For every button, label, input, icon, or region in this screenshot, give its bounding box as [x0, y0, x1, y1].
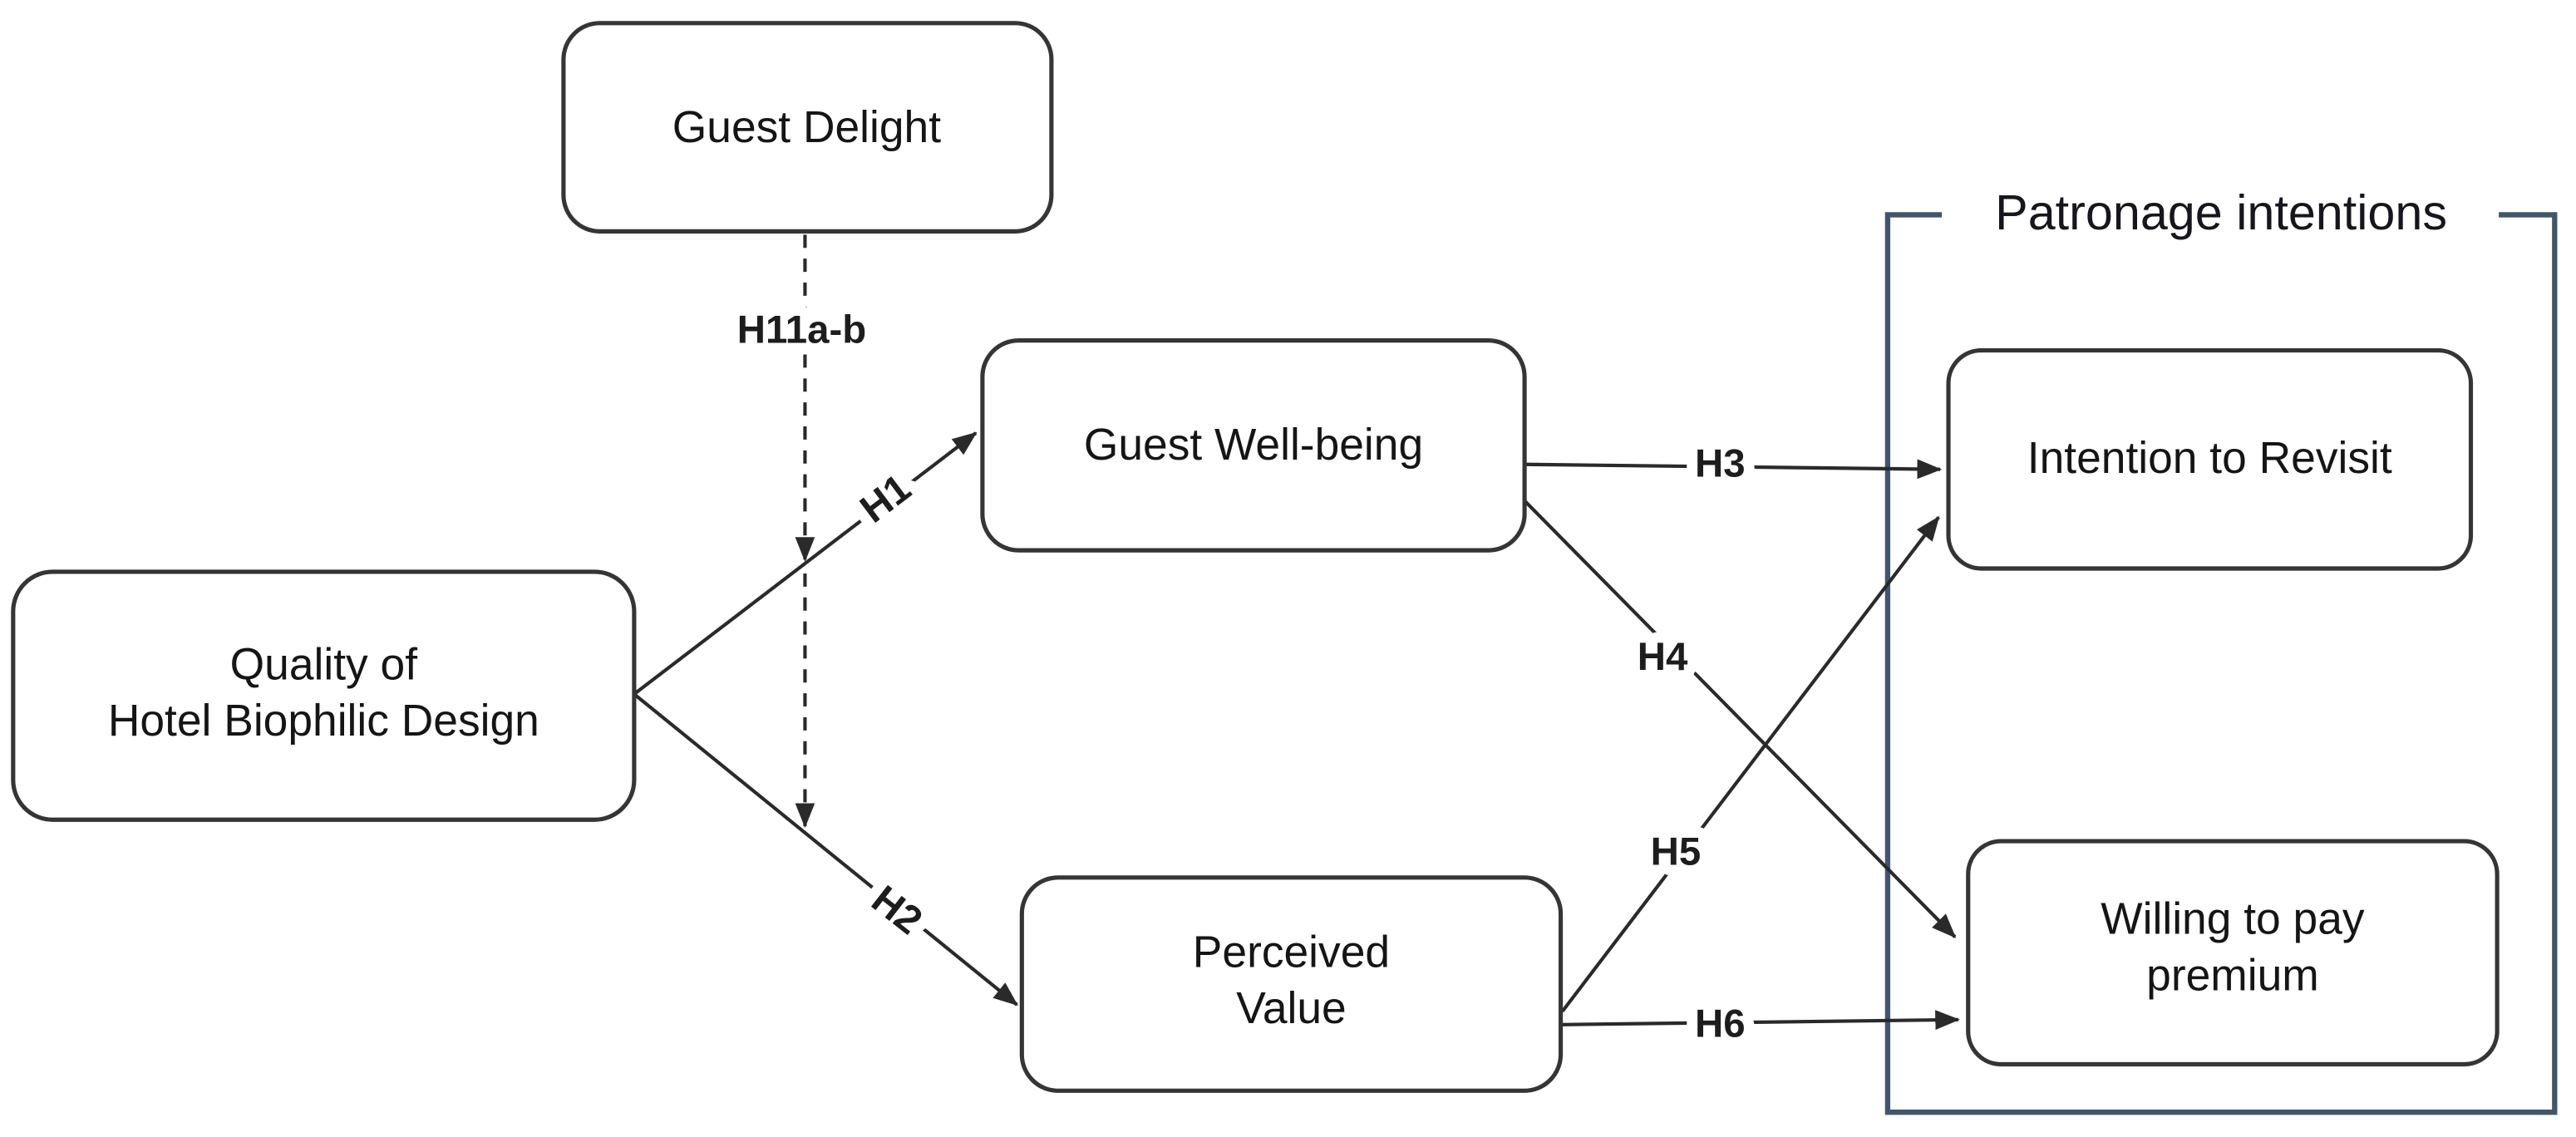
node-guest-wellbeing-label: Guest Well-being	[1084, 421, 1423, 470]
node-willing-to-pay-premium: Willing to pay premium	[1966, 839, 2500, 1067]
node-intention-to-revisit: Intention to Revisit	[1946, 347, 2474, 571]
node-perceived-value-label-line1: Perceived	[1193, 928, 1390, 977]
node-guest-delight-box	[561, 21, 1054, 234]
edge-h3-label: H3	[1695, 441, 1746, 485]
edge-h5-line	[1560, 515, 1940, 1013]
edge-h1-line	[633, 431, 978, 696]
edge-h2-line	[633, 692, 1018, 1007]
node-intention-to-revisit-box	[1946, 347, 2474, 571]
node-perceived-value-label-line2: Value	[1236, 984, 1347, 1033]
node-perceived-value-box	[1019, 875, 1564, 1093]
node-quality-of-hotel-biophilic-design: Quality of Hotel Biophilic Design	[11, 569, 637, 822]
patronage-group-title: Patronage intentions	[1995, 185, 2447, 240]
edge-h6-label: H6	[1695, 1002, 1746, 1046]
node-quality-box	[11, 569, 637, 822]
edge-h5-label: H5	[1651, 829, 1702, 874]
node-willing-label-line2: premium	[2146, 951, 2319, 1000]
nodes-layer: Guest Delight Quality of Hotel Biophilic…	[11, 21, 2500, 1093]
edge-h6-line	[1562, 1010, 1960, 1031]
node-guest-delight: Guest Delight	[561, 21, 1054, 234]
edge-h3-line	[1526, 459, 1943, 480]
node-guest-delight-label: Guest Delight	[672, 103, 941, 152]
node-intention-to-revisit-label: Intention to Revisit	[2027, 434, 2392, 483]
node-guest-wellbeing-box	[980, 338, 1527, 553]
node-quality-label-line2: Hotel Biophilic Design	[108, 696, 539, 746]
edge-h4-label: H4	[1638, 635, 1688, 679]
patronage-intentions-group: Patronage intentions	[1884, 176, 2558, 1115]
node-willing-label-line1: Willing to pay	[2101, 895, 2365, 944]
node-guest-wellbeing: Guest Well-being	[980, 338, 1527, 553]
node-perceived-value: Perceived Value	[1019, 875, 1564, 1093]
edge-h11ab-label: H11a-b	[737, 308, 867, 352]
edge-h4-line	[1523, 500, 1957, 938]
patronage-group-border	[1884, 212, 2558, 1115]
node-willing-to-pay-premium-box	[1966, 839, 2500, 1067]
node-quality-label-line1: Quality of	[230, 640, 418, 689]
